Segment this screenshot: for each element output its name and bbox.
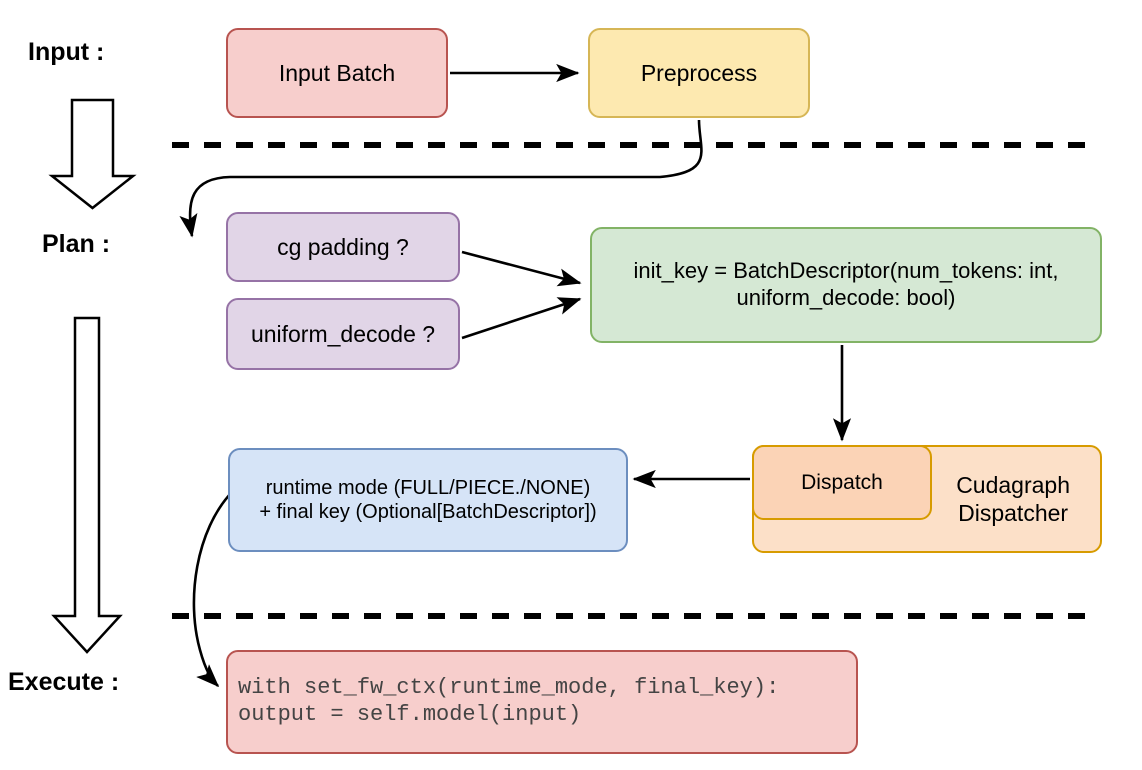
node-execute-code-block[interactable]: with set_fw_ctx(runtime_mode, final_key)… [226,650,858,754]
node-init-key-batch-descriptor[interactable]: init_key = BatchDescriptor(num_tokens: i… [590,227,1102,343]
edge-cg-padding-to-init-key [461,250,582,287]
stage-label-execute: Execute : [8,668,120,696]
node-runtime-mode-final-key[interactable]: runtime mode (FULL/PIECE./NONE) + final … [228,448,628,552]
input-to-plan-arrow [48,98,137,210]
stage-label-input: Input : [28,38,105,66]
node-cg-padding[interactable]: cg padding ? [226,212,460,282]
edge-uniform-decode-to-init-key [461,297,582,340]
plan-to-execute-arrow [51,316,123,654]
node-dispatch[interactable]: Dispatch [752,445,932,520]
stage-label-plan: Plan : [42,230,111,258]
node-input-batch[interactable]: Input Batch [226,28,448,118]
node-preprocess[interactable]: Preprocess [588,28,810,118]
node-uniform-decode[interactable]: uniform_decode ? [226,298,460,370]
